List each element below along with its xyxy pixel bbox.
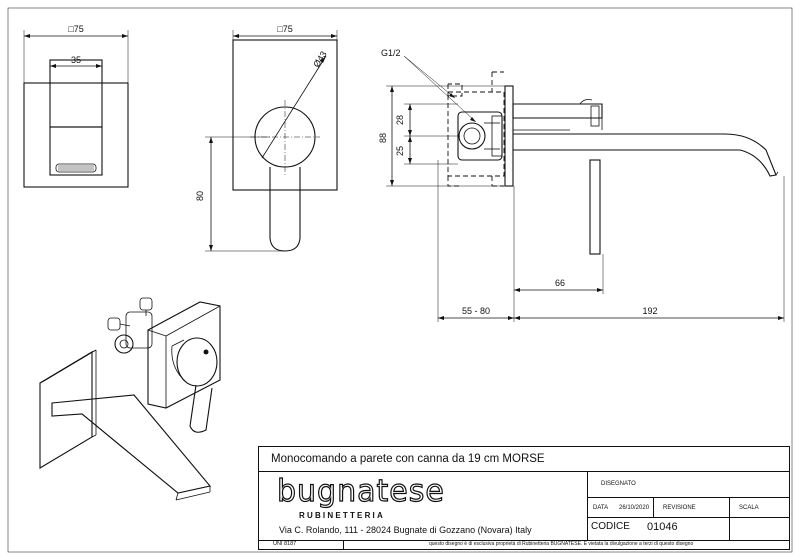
codice-value: 01046 <box>647 521 678 533</box>
drawing-title: Monocomando a parete con canna da 19 cm … <box>271 453 545 465</box>
view-plate-front: □75 Ø43 80 <box>195 24 338 252</box>
dim-front-width: □75 <box>68 24 83 34</box>
view-isometric <box>39 297 221 501</box>
sheet-border <box>7 7 793 553</box>
view-body-front: □75 35 <box>23 24 129 188</box>
dim-depth-25: 25 <box>395 146 405 156</box>
company-address: Via C. Rolando, 111 - 28024 Bugnate di G… <box>279 525 532 535</box>
view-side: G1/2 88 28 25 66 <box>378 48 785 322</box>
codice-label: CODICE <box>591 521 630 532</box>
dim-wall-range: 55 - 80 <box>462 306 490 316</box>
uni-standard: UNI 8187 <box>273 541 297 547</box>
data-label: DATA <box>593 505 609 511</box>
dim-depth-88: 88 <box>378 133 388 143</box>
dim-knob-diameter: Ø43 <box>311 49 328 69</box>
dim-spout-66: 66 <box>555 278 565 288</box>
dim-plate-width: □75 <box>277 24 292 34</box>
dim-thread: G1/2 <box>381 48 401 58</box>
title-block: Monocomando a parete con canna da 19 cm … <box>258 446 790 550</box>
ownership-note: questo disegno è di esclusiva proprietà … <box>429 541 694 547</box>
dim-inner-width: 35 <box>71 55 81 65</box>
dim-height-80: 80 <box>195 191 205 201</box>
data-value: 26/10/2020 <box>619 505 650 511</box>
revisione-label: REVISIONE <box>663 505 696 511</box>
dim-depth-28: 28 <box>395 115 405 125</box>
brand-subtitle: RUBINETTERIA <box>299 511 385 520</box>
disegnato-label: DISEGNATO <box>601 481 636 487</box>
scala-label: SCALA <box>739 505 759 511</box>
dim-spout-length: 192 <box>642 306 657 316</box>
brand-logo: bugnatese <box>276 474 445 509</box>
